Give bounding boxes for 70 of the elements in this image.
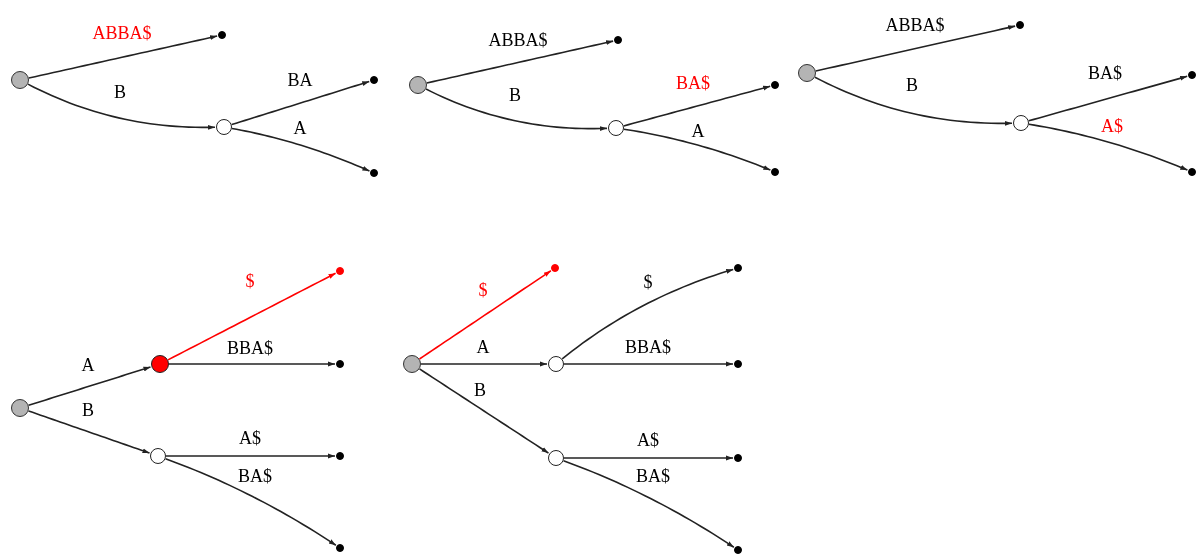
edge-label: BA$ [237,466,273,486]
edge-label: $ [477,280,489,300]
leaf-dot [370,76,378,84]
arrow [27,366,152,407]
edge-label: BA$ [675,73,711,93]
root-node-circle [11,399,29,417]
arrow [1027,75,1188,122]
edge-label: ABBA$ [91,23,153,43]
internal-node-circle [150,448,166,464]
arrow [165,453,336,459]
root-node-circle [409,76,427,94]
arrow [164,457,337,547]
edge-label: $ [244,271,256,291]
internal-node-circle [548,450,564,466]
edge-label: $ [642,272,654,292]
leaf-dot [336,267,344,275]
arrow [815,25,1016,72]
edge-label: A$ [1100,116,1124,136]
leaf-dot [1016,21,1024,29]
arrow [420,361,548,367]
arrow [28,35,218,79]
edge-label: BBA$ [226,338,274,358]
leaf-dot [734,264,742,272]
edge-label: BBA$ [624,337,672,357]
arrow [418,368,550,454]
arrow [168,361,336,367]
arrow [230,80,371,126]
arrow [418,270,552,360]
arrow [622,85,771,127]
leaf-dot [551,264,559,272]
arrow [425,88,608,132]
internal-node-circle [216,119,232,135]
arrow [167,272,337,361]
root-node-circle [798,64,816,82]
leaf-dot [614,36,622,44]
leaf-dot [734,546,742,554]
edge-label: BA$ [1087,63,1123,83]
internal-node-circle [548,356,564,372]
arrow [1028,123,1189,171]
arrow [814,76,1013,126]
edge-label: BA$ [635,466,671,486]
leaf-dot [336,452,344,460]
leaf-dot [1188,71,1196,79]
edge-label: ABBA$ [487,30,549,50]
arrow [27,410,151,454]
leaf-dot [771,81,779,89]
arrow [27,83,216,130]
leaf-dot [734,360,742,368]
root-node-circle [403,355,421,373]
leaf-dot [1188,168,1196,176]
edge-label: ABBA$ [884,15,946,35]
edge-label: A$ [238,428,262,448]
leaf-dot [336,544,344,552]
arrow [561,268,734,360]
root-node-circle [11,71,29,89]
internal-node-circle [1013,115,1029,131]
arrow [562,459,735,549]
leaf-dot [336,360,344,368]
arrow [623,128,772,171]
highlighted-node-circle [151,355,169,373]
leaf-dot [771,168,779,176]
internal-node-circle [608,120,624,136]
arrow [425,40,614,84]
arrow [563,361,734,367]
leaf-dot [218,31,226,39]
arrow [231,127,371,172]
leaf-dot [734,454,742,462]
edge-label: A$ [636,430,660,450]
arrow [563,455,734,461]
leaf-dot [370,169,378,177]
